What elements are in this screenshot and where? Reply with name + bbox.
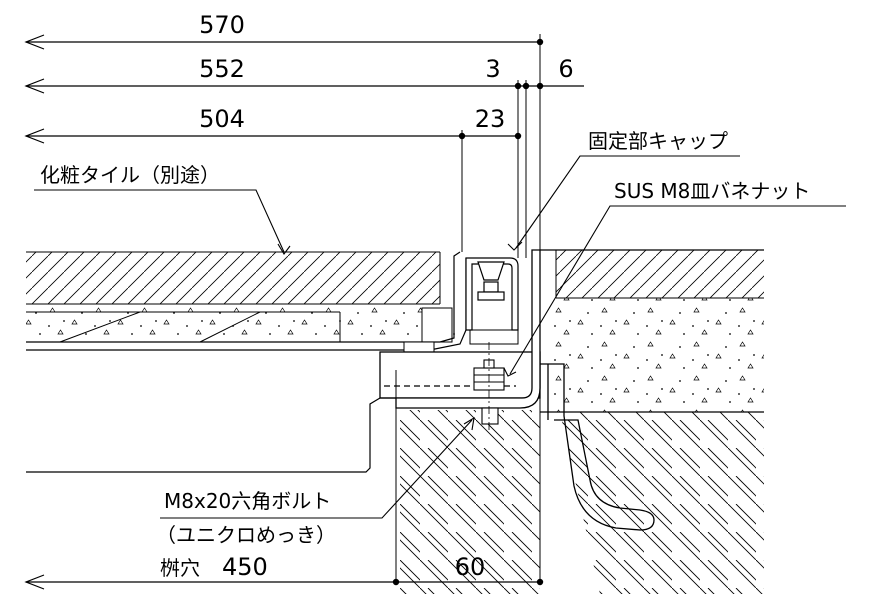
- left-concrete-layer: [26, 306, 456, 343]
- dimension-570: [24, 34, 544, 50]
- leader-bolt: [160, 416, 475, 519]
- dimension-3-label: 3: [485, 55, 500, 83]
- dimension-552: [24, 78, 584, 94]
- dimension-570-label: 570: [199, 11, 245, 39]
- dimension-23-label: 23: [475, 105, 506, 133]
- dimension-504: [24, 128, 522, 144]
- leader-cap: [507, 155, 740, 251]
- anchor-hook: [540, 363, 655, 531]
- label-decorative-tile: 化粧タイル（別途）: [40, 163, 220, 187]
- dimension-552-label: 552: [199, 55, 245, 83]
- label-hex-bolt: M8x20六角ボルト: [164, 489, 331, 513]
- dimension-450-label: 450: [222, 553, 268, 581]
- dimension-504-label: 504: [199, 105, 245, 133]
- label-fixing-cap: 固定部キャップ: [588, 129, 728, 153]
- ground-hatch: [400, 410, 764, 594]
- dimension-6-label: 6: [558, 55, 573, 83]
- left-tile-layer: [26, 251, 441, 305]
- fixing-cap: [465, 257, 519, 331]
- right-concrete-layer: [540, 298, 764, 413]
- label-bolt-coating: （ユニクロめっき）: [156, 523, 336, 547]
- lower-frame: [26, 397, 396, 473]
- label-spring-nut: SUS M8皿バネナット: [614, 179, 810, 203]
- dimension-450-prefix: 桝穴: [160, 556, 200, 580]
- support-blocks: [403, 329, 519, 353]
- leader-tile: [34, 189, 291, 255]
- hex-bolt: [473, 342, 505, 430]
- leader-nut: [503, 205, 846, 377]
- right-tile-layer: [540, 249, 764, 299]
